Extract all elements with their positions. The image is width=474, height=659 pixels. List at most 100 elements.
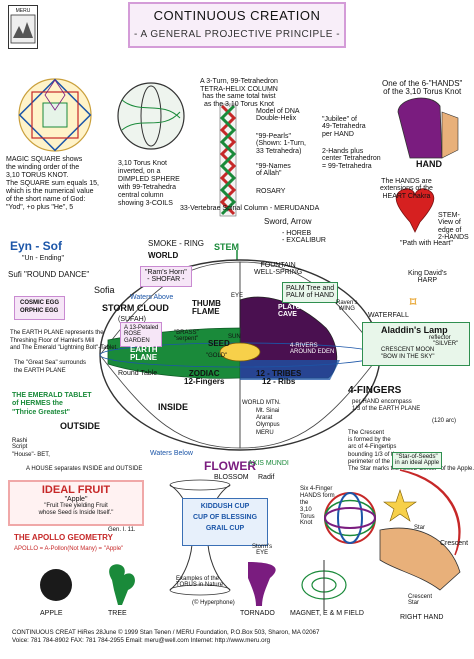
magnet-caption: MAGNET, E & M FIELD <box>290 610 364 617</box>
sufah-label: (SUFAH) <box>118 316 146 323</box>
star-icon <box>383 489 417 522</box>
apple-figure <box>40 569 72 601</box>
cups-box: KIDDUSH CUP CUP OF BLESSING GRAIL CUP <box>182 498 268 546</box>
hand-label: HAND <box>416 159 442 169</box>
magic-square-caption: MAGIC SQUARE shows the winding order of … <box>6 156 99 212</box>
rams-horn-box: "Ram's Horn" - SHOFAR - <box>140 266 192 287</box>
footer-line-2: Voice: 781 784-8902 FAX: 781 784-2955 Em… <box>12 637 271 645</box>
crescent-moon-label: CRESCENT MOON "BOW IN THE SKY" <box>381 347 435 360</box>
horeb-label: - HOREB - EXCALIBUR <box>282 230 326 245</box>
crescent-star-label: Crescent Star <box>408 594 433 607</box>
torus-rings-figure <box>324 492 376 544</box>
crescent-label: Crescent <box>440 540 469 547</box>
aladdin-box: Aladdin's Lamp reflector "SILVER" CRESCE… <box>362 322 470 366</box>
sufi-label: Sufi "ROUND DANCE" <box>8 270 90 279</box>
heart-icon <box>395 188 435 233</box>
sun-label: SUN <box>228 334 241 340</box>
zodiac-label: ZODIAC 12-Fingers <box>184 369 225 387</box>
grail-label: GRAIL CUP <box>205 525 245 532</box>
tornado-figure <box>248 562 276 606</box>
platos-cave-label: PLATO'S CAVE <box>278 304 308 319</box>
aladdin-label: Aladdin's Lamp <box>381 325 448 335</box>
rashi-label: Rashi Script <box>12 438 28 451</box>
six-four-finger-caption: Six 4-Finger HANDS form the 3,10 Torus K… <box>300 486 335 527</box>
footer: CONTINUOUS CREAT HiRes 28June © 1999 Sta… <box>12 629 319 645</box>
footer-line-1: CONTINUOUS CREAT HiRes 28June © 1999 Sta… <box>12 629 320 636</box>
storm-cloud-label: STORM CLOUD <box>102 303 169 313</box>
gold-label: "GOLD" <box>206 353 228 359</box>
axis-mundi-label: AXIS MUNDI <box>248 460 289 467</box>
ideal-fruit-title: IDEAL FRUIT <box>41 484 111 496</box>
tree-figure <box>109 564 135 605</box>
sofia-label: Sofia <box>94 285 115 295</box>
earth-plane-label: EARTH PLANE <box>130 345 158 363</box>
pearls-caption: "99-Pearls" (Shown: 1-Turn, 33 Tetrahedr… <box>256 133 306 155</box>
torus-knot-sphere <box>117 82 185 150</box>
waterfall-label: WATERFALL <box>368 312 409 319</box>
world-label: WORLD <box>148 251 179 260</box>
blossom-label: BLOSSOM <box>214 474 249 481</box>
fruit-quote: "Fruit Tree yielding Fruit whose Seed is… <box>38 503 114 517</box>
dna-caption: Model of DNA Double-Helix <box>256 108 300 123</box>
logo-mark-icon <box>10 14 36 44</box>
thumb-flame-label: THUMB FLAME <box>192 299 221 317</box>
outside-label: OUTSIDE <box>60 421 101 431</box>
apple-quote: "Apple" <box>64 496 88 503</box>
jubilee-caption: "Jubilee" of 49-Tetrahedra per HAND <box>322 116 366 138</box>
spinal-caption: 33-Vertebrae Spinal Column - MERUDANDA <box>180 205 320 212</box>
one-of-six-caption: One of the 6-"HANDS" of the 3,10 Torus K… <box>382 79 463 97</box>
blessing-label: CUP OF BLESSING <box>192 514 258 521</box>
tetra-helix-column <box>219 103 237 217</box>
flower-label: FLOWER <box>204 459 256 473</box>
arc-degree-label: (120 arc) <box>432 418 457 424</box>
great-sea-note: The "Great Sea" surrounds the EARTH PLAN… <box>14 360 86 374</box>
examples-caption: Examples of the TORUS in Nature <box>176 576 223 589</box>
torus-knot-caption: 3,10 Torus Knot inverted, on a DIMPLED S… <box>118 160 180 208</box>
two-hands-caption: 2-Hands plus center Tetrahedron = 99-Tet… <box>322 148 381 170</box>
eyn-sof-label: Eyn - Sof <box>10 239 63 253</box>
emerald-tablet-label: THE EMERALD TABLET of HERMES the "Thrice… <box>12 392 92 416</box>
king-david-label: King David's HARP <box>408 270 447 285</box>
cosmic-egg-box: COSMIC EGG ORPHIC EGG <box>14 296 66 320</box>
apple-caption: APPLE <box>40 610 63 617</box>
names-caption: "99-Names of Allah" <box>256 163 291 178</box>
mountains-label: Mt. Sinai Ararat Olympus MERU <box>256 408 280 436</box>
four-fingers-note: per HAND encompass 1/3 of the EARTH PLAN… <box>352 399 421 413</box>
rose-garden-box: A 13-Petaled ROSE GARDEN <box>120 322 163 347</box>
cosmic-egg-label: COSMIC EGG <box>20 300 60 306</box>
crescent-arc <box>399 469 461 556</box>
fountain-label: FOUNTAIN WELL-SPRING <box>254 262 303 277</box>
star-label: Star <box>414 525 426 531</box>
ideal-fruit-box: IDEAL FRUIT "Apple" "Fruit Tree yielding… <box>8 480 144 526</box>
storms-eye-caption: Storm's EYE <box>252 544 273 557</box>
page-title: CONTINUOUS CREATION <box>153 8 321 23</box>
tribes-label: 12 - TRIBES 12 - Ribs <box>256 369 302 387</box>
un-ending-label: "Un - Ending" <box>22 255 64 262</box>
hyperboloid-caption: (© Hyperphone) <box>192 600 235 606</box>
orphic-egg-label: ORPHIC EGG <box>20 307 59 314</box>
tree-caption: TREE <box>108 610 127 617</box>
apollo-sub: APOLLO = A-Pollon(Not Many) = "Apple" <box>14 546 124 552</box>
smoke-ring-label: SMOKE - RING <box>148 239 205 248</box>
house-note: A HOUSE separates INSIDE and OUTSIDE <box>26 466 143 472</box>
earth-plane-note: The EARTH PLANE represents the Threshing… <box>10 330 118 351</box>
magic-square-figure <box>18 78 92 152</box>
king-david-harp-icon: ⌑ <box>410 295 417 309</box>
waters-above-label: Waters Above <box>130 294 174 301</box>
world-mtn-label: WORLD MTN. <box>242 400 281 406</box>
radif-label: Radif <box>258 474 275 481</box>
brass-label: "BRASS" "serpent" <box>174 330 199 343</box>
stem-label: STEM <box>214 242 240 252</box>
kiddush-label: KIDDUSH CUP <box>200 503 250 510</box>
genesis-ref: Gen. I. 11. <box>108 527 136 533</box>
waters-below-label: Waters Below <box>150 450 193 457</box>
tetra-helix-caption: A 3-Turn, 99-Tetrahedron TETRA-HELIX COL… <box>200 78 278 109</box>
hands-heart-caption: The HANDS are extensions of the HEART Ch… <box>380 178 433 200</box>
star-of-seeds-label: "Star-of-Seeds" in an ideal Apple <box>392 452 443 469</box>
meru-logo: MERU <box>8 5 38 49</box>
silver-label: "SILVER" <box>433 341 459 347</box>
ravens-wing-label: Raven's WING <box>336 300 358 313</box>
house-label: "House"- BET, <box>12 452 50 458</box>
apollo-title: THE APOLLO GEOMETRY <box>14 533 113 542</box>
right-hand-figure <box>379 527 461 591</box>
